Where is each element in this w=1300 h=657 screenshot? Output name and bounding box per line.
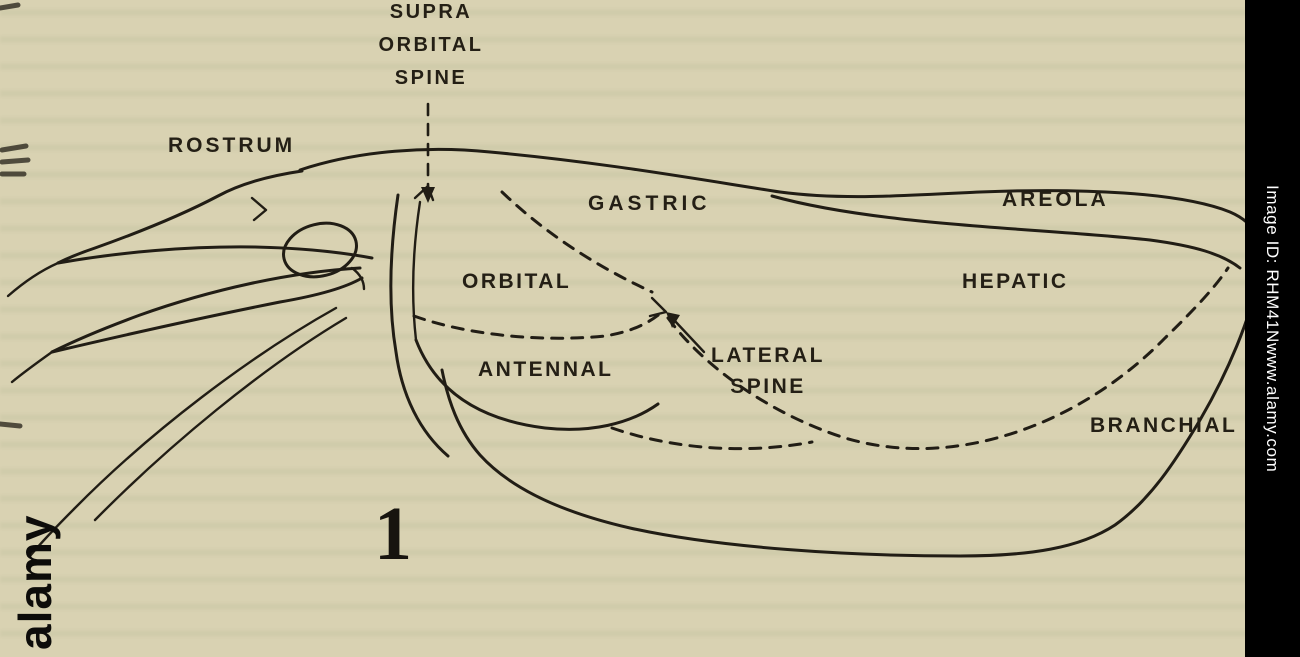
areola-groove — [770, 194, 1242, 270]
label-hepatic: HEPATIC — [962, 270, 1069, 293]
cervical-front-edge — [389, 193, 450, 458]
rostrum-lower-edge — [56, 245, 374, 265]
label-lateral-spine: LATERAL SPINE — [692, 340, 844, 402]
lateral-spine-shape — [648, 296, 668, 318]
label-lateral-spine-line2: SPINE — [730, 375, 806, 398]
label-areola: AREOLA — [1002, 188, 1109, 211]
label-supra-orbital-spine-line1: SUPRA — [389, 1, 473, 23]
antennal-scale-upper — [50, 266, 362, 354]
label-supra-orbital-spine: SUPRA ORBITAL SPINE — [358, 0, 504, 95]
supra-orbital-arrowhead-icon — [421, 187, 435, 203]
label-supra-orbital-spine-line2: ORBITAL — [378, 34, 484, 56]
label-antennal: ANTENNAL — [478, 358, 614, 381]
eye-stalk — [350, 266, 366, 291]
label-supra-orbital-spine-line3: SPINE — [394, 67, 468, 89]
antenna-filament-1 — [28, 306, 338, 558]
rostrum-upper-edge — [56, 169, 304, 265]
label-gastric: GASTRIC — [588, 192, 711, 215]
antennal-scale-tip — [10, 350, 54, 384]
alamy-url: www.alamy.com — [1263, 342, 1282, 473]
gastric-orbital-boundary — [500, 190, 654, 294]
lateral-spine-arrowhead-icon — [666, 312, 680, 328]
eye — [282, 221, 358, 279]
label-rostrum: ROSTRUM — [168, 134, 296, 157]
page-edge-marks — [0, 2, 31, 429]
antenna-filament-2 — [93, 316, 348, 522]
antennal-region-lower-edge — [414, 338, 660, 431]
lower-branchial-boundary — [610, 426, 814, 451]
orbital-antennal-boundary — [412, 310, 664, 340]
alamy-image-id: Image ID: RHM41N — [1263, 184, 1282, 343]
alamy-logo: alamy — [9, 514, 61, 650]
alamy-bar: Image ID: RHM41N www.alamy.com — [1245, 0, 1300, 657]
figure-number: 1 — [374, 492, 412, 576]
label-orbital: ORBITAL — [462, 270, 572, 293]
cervical-ridge — [412, 200, 422, 342]
lateral-spine-pointer-line — [672, 318, 706, 354]
hepatic-branchial-boundary — [666, 266, 1230, 451]
antennal-scale-lower — [50, 276, 364, 354]
label-branchial: BRANCHIAL — [1090, 414, 1238, 437]
label-lateral-spine-line1: LATERAL — [711, 344, 825, 367]
alamy-bar-text: Image ID: RHM41N www.alamy.com — [1260, 0, 1285, 657]
rostrum-serration — [250, 196, 268, 222]
rostrum-tip-filament — [6, 261, 60, 298]
